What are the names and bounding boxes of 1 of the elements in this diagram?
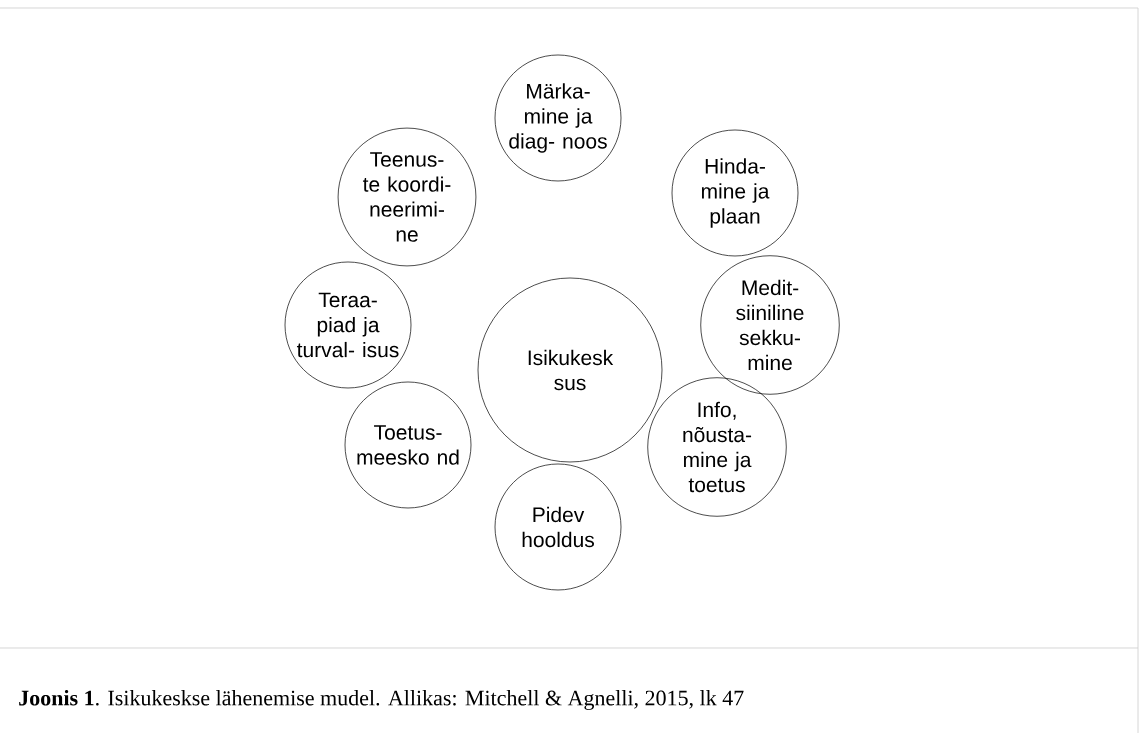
caption: Joonis 1. Isikukeskse lähenemise mudel. Allikas: Mitchell & Agnelli, 2015, lk 47 — [19, 690, 744, 710]
